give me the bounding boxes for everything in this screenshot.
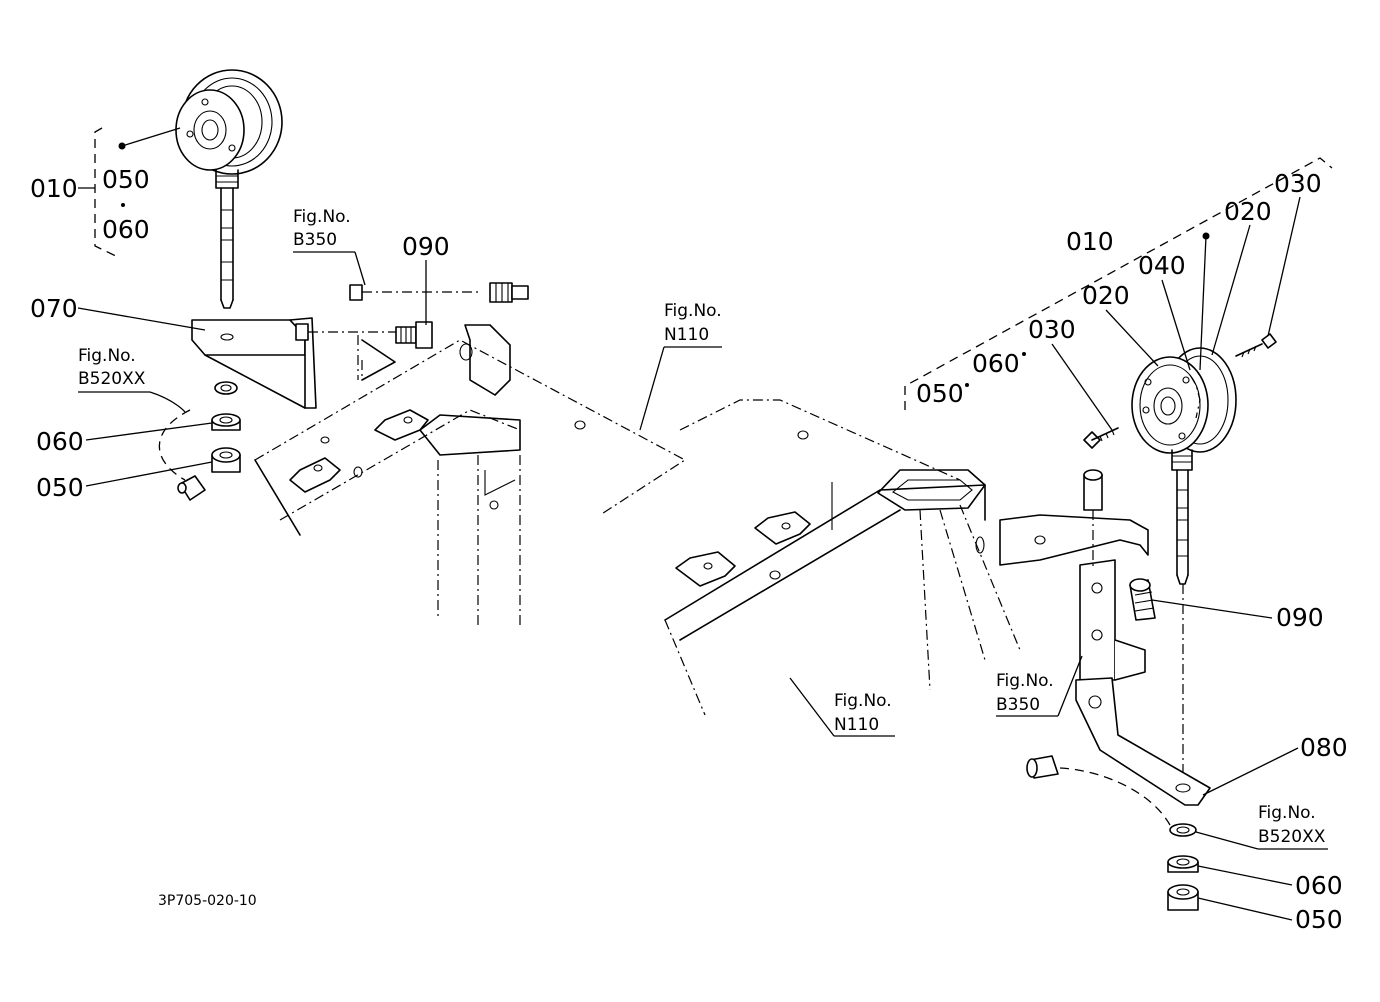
right-lamp-label: 010 (1066, 227, 1114, 256)
right-bracket-label: 080 (1300, 733, 1348, 762)
right-lens-left-label: 020 (1082, 281, 1130, 310)
right-screw-top-label: 030 (1274, 169, 1322, 198)
left-ref-b350-line1: Fig.No. (293, 207, 351, 227)
left-ref-n110-line1: Fig.No. (664, 301, 722, 321)
left-lamp-includes-bottom: 060 (102, 215, 150, 244)
right-screw-left-label: 030 (1028, 315, 1076, 344)
right-group-050-label: 050 (916, 379, 964, 408)
drawing-code: 3P705-020-10 (158, 893, 257, 909)
right-ref-b520-line1: Fig.No. (1258, 803, 1316, 823)
left-work-lamp (175, 69, 283, 309)
right-lens-top-label: 020 (1224, 197, 1272, 226)
right-washer-label: 060 (1295, 871, 1343, 900)
left-nut-label: 050 (36, 473, 84, 502)
left-bracket-label: 070 (30, 294, 78, 323)
right-bracket-080 (1075, 559, 1211, 806)
right-work-lamp (1131, 347, 1237, 790)
right-ref-n110-line2: N110 (834, 715, 879, 735)
left-frame-n110 (254, 324, 687, 625)
left-washer-label: 060 (36, 427, 84, 456)
left-ref-n110-line2: N110 (664, 325, 709, 345)
left-bolts-090 (295, 282, 529, 381)
right-nut-label: 050 (1295, 905, 1343, 934)
left-labels: 010 050 060 070 060 050 090 Fig.No. B350… (30, 165, 722, 502)
left-bolt-label: 090 (402, 232, 450, 261)
left-ref-b520-line2: B520XX (78, 369, 146, 389)
left-ref-b520-line1: Fig.No. (78, 346, 136, 366)
right-lamp-group-bracket (904, 157, 1333, 410)
left-washer-nut (177, 381, 241, 501)
left-ref-b350-line2: B350 (293, 230, 337, 250)
right-gasket-label: 040 (1138, 251, 1186, 280)
right-screws (1083, 333, 1277, 449)
right-group-060-label: 060 (972, 349, 1020, 378)
right-ref-n110-line1: Fig.No. (834, 691, 892, 711)
right-labels: 010 030 020 040 020 030 060 050 090 080 … (789, 169, 1348, 934)
right-bolt-090 (1083, 469, 1156, 621)
left-lamp-group-bracket (78, 127, 181, 259)
right-frame-n110 (664, 399, 1149, 716)
left-lamp-label: 010 (30, 174, 78, 203)
left-lamp-includes-top: 050 (102, 165, 150, 194)
right-bolt-label: 090 (1276, 603, 1324, 632)
right-washer-nut (1026, 755, 1199, 911)
right-ref-b350-line2: B350 (996, 695, 1040, 715)
right-ref-b350-line1: Fig.No. (996, 671, 1054, 691)
right-ref-b520-line2: B520XX (1258, 827, 1326, 847)
